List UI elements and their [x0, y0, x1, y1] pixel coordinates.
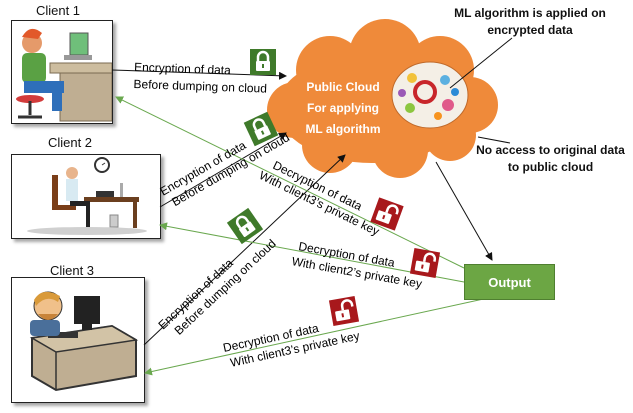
ml-applied-note: ML algorithm is applied on encrypted dat… [440, 5, 620, 39]
client-3-illustration [11, 277, 145, 403]
no-access-note-pointer [477, 136, 511, 144]
ml-brain-gears-icon [391, 61, 469, 129]
encrypt-label-client1-line-1: Encryption of data [134, 60, 231, 77]
lock-closed-icon [250, 49, 276, 75]
person-at-desk-icon [27, 157, 147, 235]
cloud-title-line-1: Public Cloud [306, 80, 379, 94]
decrypt-arrow-client3 [144, 297, 489, 376]
client-3-label: Client 3 [49, 263, 95, 278]
lock-closed-icon [226, 207, 264, 245]
no-access-note: No access to original data to public clo… [468, 142, 633, 176]
cloud-to-output-arrow [435, 161, 493, 261]
client-1-illustration [11, 20, 113, 124]
cloud-title-line-2: For applying [307, 101, 379, 115]
lock-open-icon [370, 197, 404, 231]
person-at-laptop-icon [16, 28, 112, 122]
encrypt-arrow-client2 [159, 132, 287, 208]
output-box: Output [464, 264, 555, 300]
person-at-computer-icon [29, 291, 139, 392]
no-access-note-line-1: No access to original data [476, 143, 625, 157]
cloud-title-line-3: ML algorithm [305, 122, 380, 136]
lock-open-icon [328, 295, 360, 327]
no-access-note-line-2: to public cloud [507, 160, 594, 174]
client-2-label: Client 2 [47, 135, 93, 150]
ml-note-pointer [449, 37, 513, 89]
encrypt-label-client3-line-2: Before dumping on cloud [172, 236, 279, 337]
client-2-illustration [11, 154, 161, 239]
decrypt-arrow-client1 [115, 96, 465, 269]
encrypt-label-client1-line-2: Before dumping on cloud [133, 77, 267, 96]
lock-closed-icon [243, 111, 279, 147]
client-1-label: Client 1 [35, 3, 81, 18]
ml-applied-note-line-1: ML algorithm is applied on [454, 6, 606, 20]
encrypt-arrow-client3 [143, 154, 346, 346]
lock-open-icon [409, 247, 441, 279]
ml-applied-note-line-2: encrypted data [487, 23, 573, 37]
